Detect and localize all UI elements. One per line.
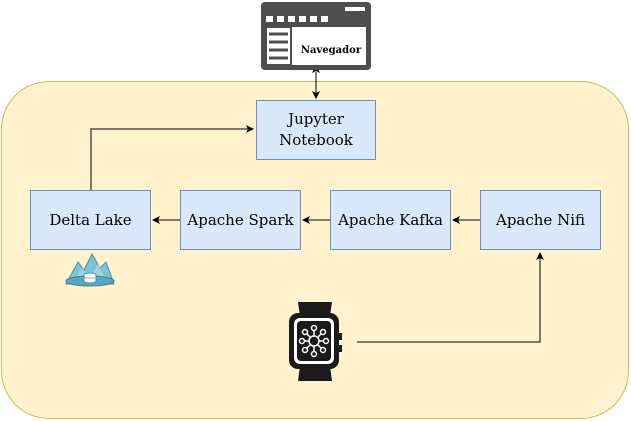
node-spark-label: Apache Spark [187,210,294,229]
edge-delta-jupyter [90,125,254,190]
node-delta-label: Delta Lake [49,210,132,229]
delta-lake-icon [65,252,115,287]
node-kafka-label: Apache Kafka [338,210,443,229]
edge-watch-nifi [357,252,544,343]
node-jupyter-notebook: Jupyter Notebook [256,100,376,160]
node-nifi-label: Apache Nifi [495,210,585,229]
browser-window-icon: Navegador [261,2,371,70]
node-apache-spark: Apache Spark [180,190,301,250]
node-apache-nifi: Apache Nifi [480,190,601,250]
node-delta-lake: Delta Lake [30,190,151,250]
smartwatch-iot-icon [289,302,342,381]
browser-label: Navegador [301,45,362,56]
node-jupyter-label: Jupyter Notebook [279,110,353,149]
node-apache-kafka: Apache Kafka [330,190,451,250]
